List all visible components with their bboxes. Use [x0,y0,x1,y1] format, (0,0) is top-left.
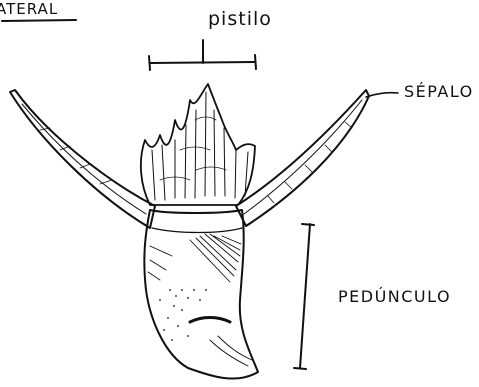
peduncle-label: PEDÚNCULO [338,287,451,306]
pistil-annotation: pistilo [149,8,272,70]
pistil-bracket-left-tick [149,56,150,70]
peduncle-hatching [148,234,241,282]
right-sepal [236,90,369,226]
sepal-label: SÉPALO [404,82,474,101]
right-sepal-vein [244,100,362,214]
peduncle-dark-band [190,318,230,323]
peduncle-stipple [159,289,207,341]
left-sepal [10,90,155,228]
pistil-outline [141,84,255,205]
pistil-bracket-right-tick [255,55,256,69]
peduncle-annotation: PEDÚNCULO [294,224,451,369]
corner-label: ATERAL [0,0,76,21]
peduncle-outline [144,210,258,379]
right-sepal-outline [236,90,369,226]
pistil-cluster [141,84,255,205]
peduncle [144,210,258,379]
peduncle-bracket-bar [300,224,310,368]
pistil-label: pistilo [208,8,272,30]
corner-label-underline [2,20,76,21]
pistil-texture [160,117,226,180]
peduncle-bracket-top-tick [302,224,314,225]
peduncle-bracket-bottom-tick [294,368,306,369]
left-sepal-outline [10,90,155,228]
sepal-leader-line [366,93,398,97]
sepal-annotation: SÉPALO [366,82,474,101]
corner-label-text: ATERAL [0,0,58,18]
peduncle-collar [152,228,242,233]
right-sepal-hatch [268,122,352,203]
